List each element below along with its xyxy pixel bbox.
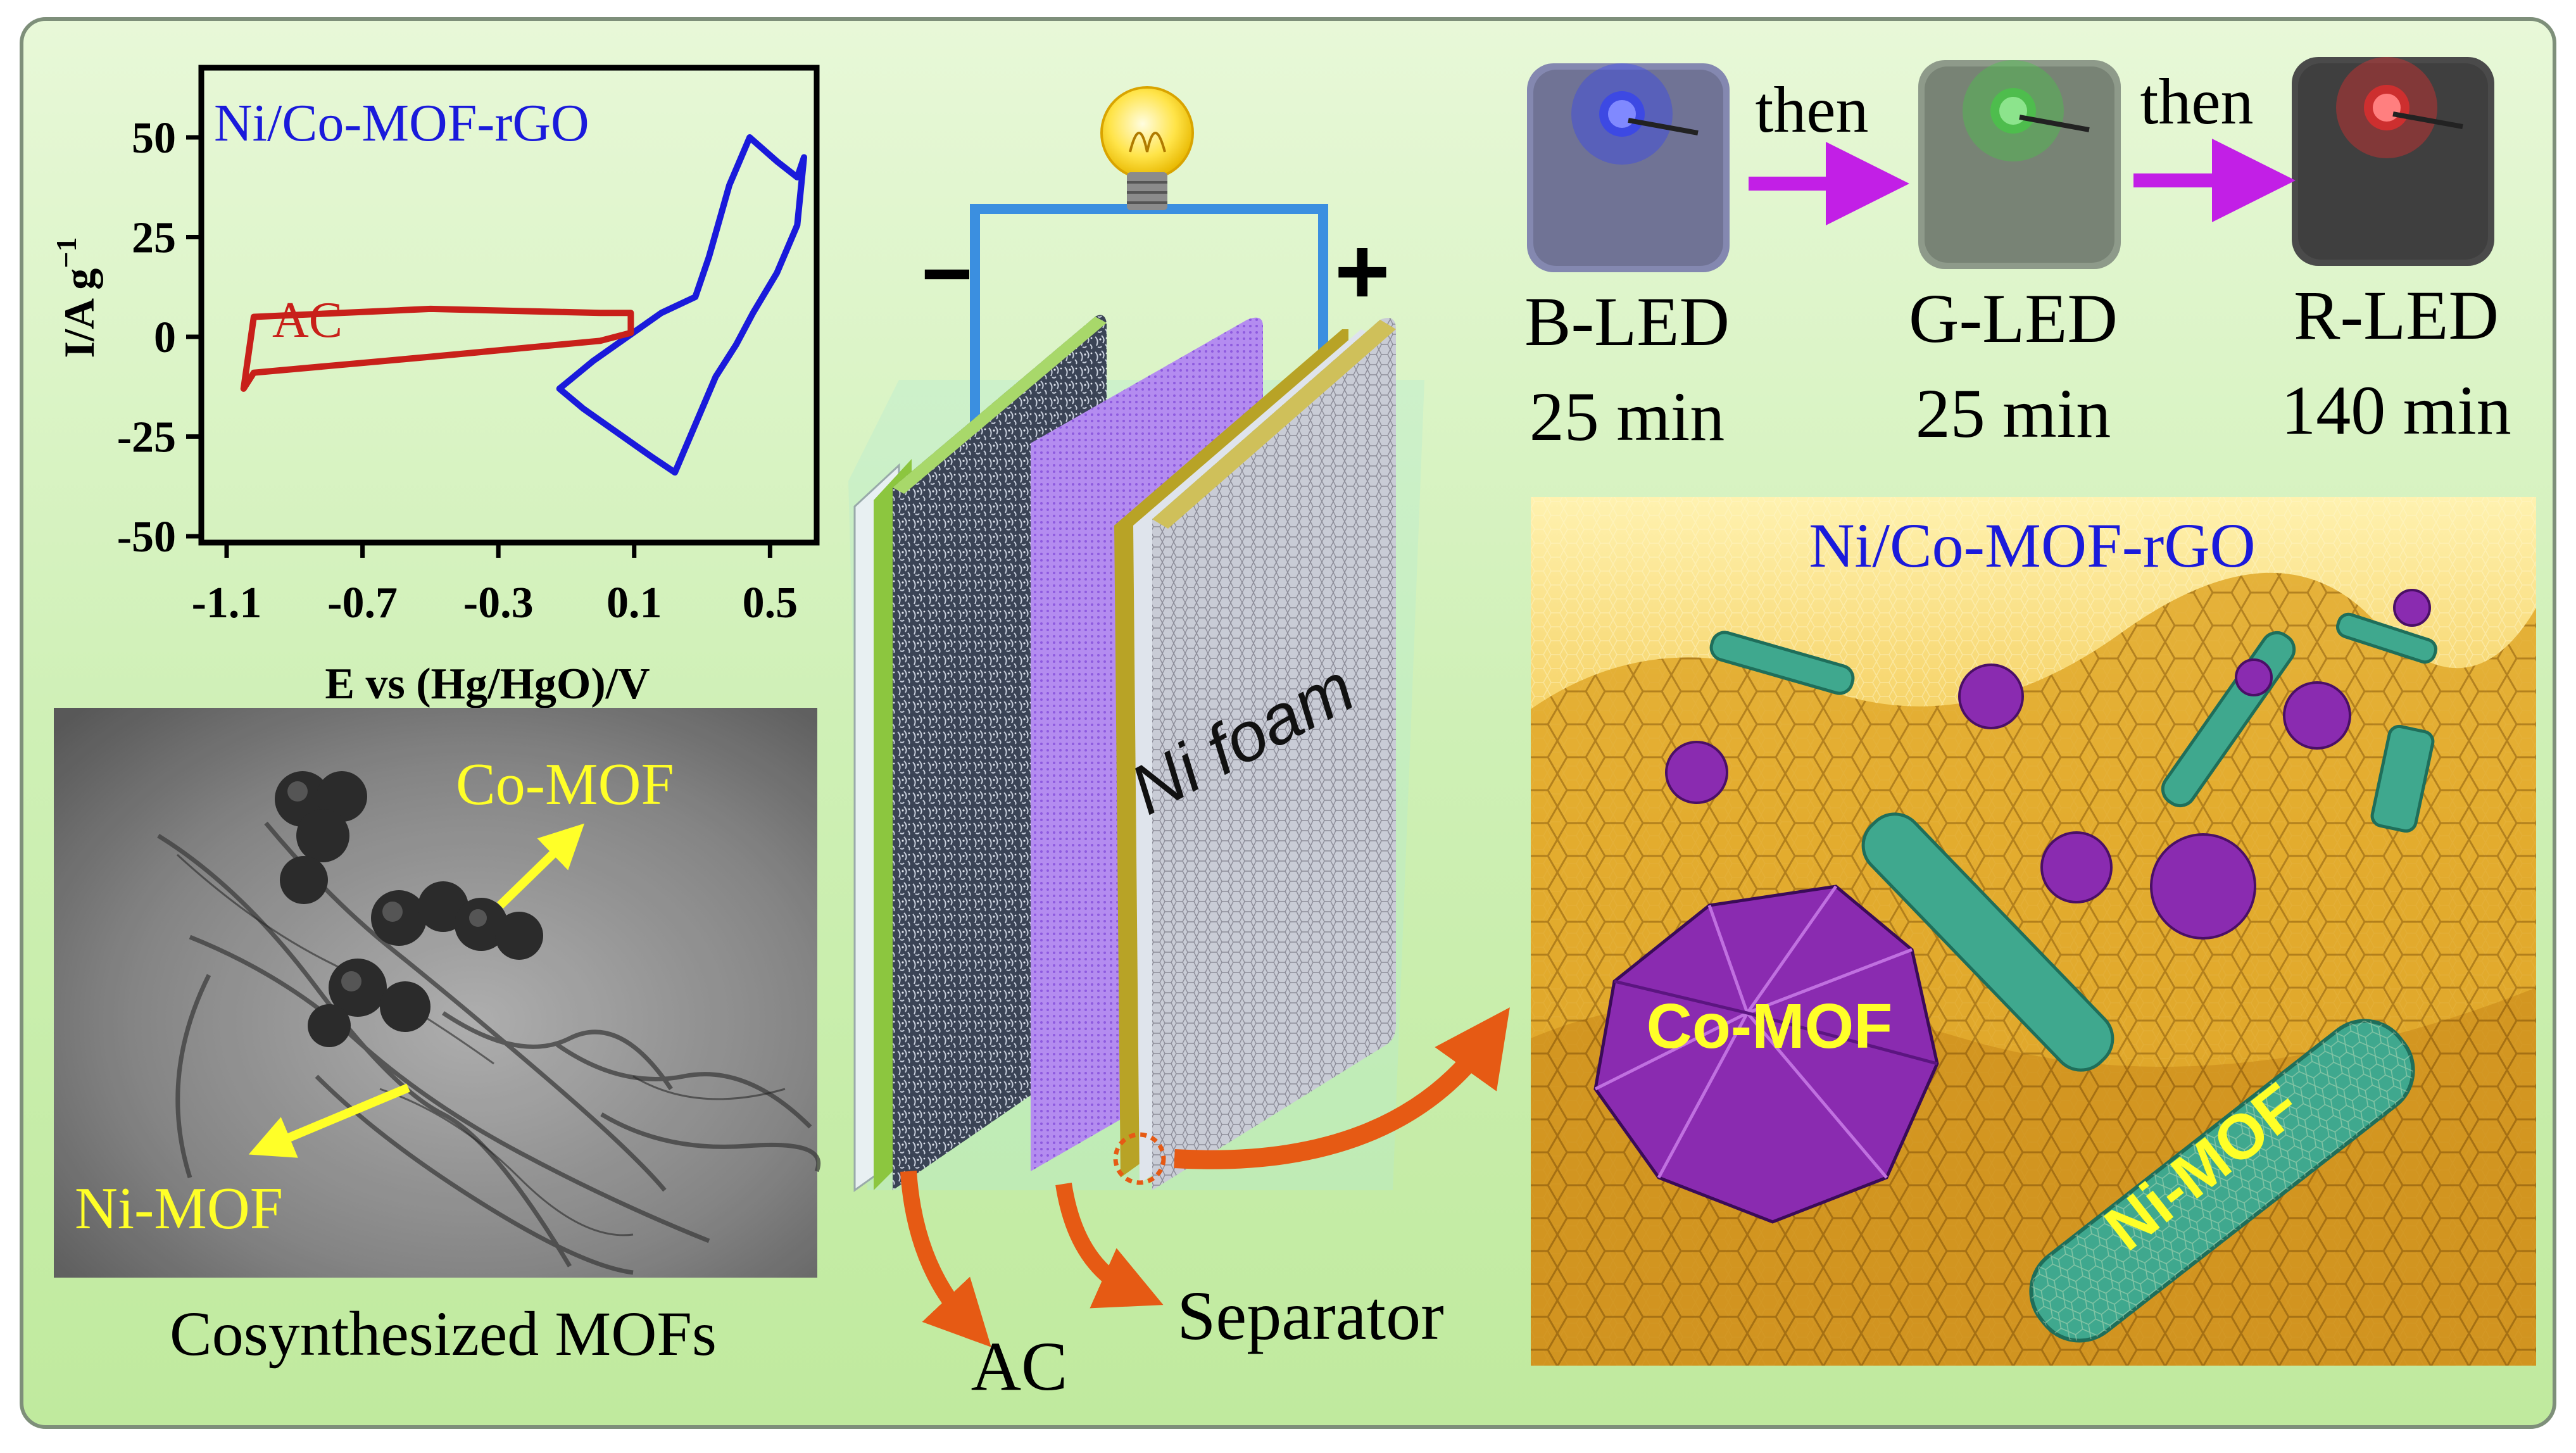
led-photo-frame	[1918, 60, 2121, 269]
led-glow	[2364, 85, 2410, 130]
led-photo-1	[1527, 63, 1730, 272]
then-label-2: then	[2140, 65, 2253, 138]
led-name: G-LED	[1909, 280, 2118, 357]
led-time: 25 min	[1916, 375, 2111, 452]
light-bulb-icon	[1100, 86, 1194, 210]
structure-panel: Ni-MOF Co-MOF Ni/Co-MOF-rGO	[1531, 497, 2536, 1366]
cv-x-axis-label: E vs (Hg/HgO)/V	[325, 660, 650, 708]
co-mof-clusters	[1665, 589, 2431, 940]
tem-label-ni-mof: Ni-MOF	[75, 1176, 283, 1242]
cv-x-tick-label: -0.3	[463, 579, 534, 627]
co-mof-large-cluster	[1593, 884, 1939, 1224]
cv-tick-marks	[186, 135, 772, 558]
led-time: 140 min	[2281, 372, 2511, 449]
arrow-to-separator	[1055, 1183, 1164, 1309]
led-name: R-LED	[2294, 277, 2499, 354]
zoom-indicator	[1113, 1132, 1166, 1185]
led-glow	[1990, 88, 2036, 134]
cv-y-tick-label: -25	[117, 413, 176, 462]
arrow-to-ac	[900, 1171, 991, 1347]
cv-x-tick-label: 0.5	[743, 579, 798, 627]
led-photo-frame	[2292, 57, 2494, 266]
cv-y-axis-label: I/A g−1	[50, 237, 103, 358]
cv-x-tick-label: -0.7	[327, 579, 398, 627]
svg-text:I/A g−1: I/A g−1	[50, 237, 103, 358]
tem-caption: Cosynthesized MOFs	[170, 1299, 717, 1369]
separator-label: Separator	[1177, 1277, 1443, 1354]
led-name: B-LED	[1524, 283, 1730, 360]
cv-y-tick-label: 25	[132, 214, 176, 263]
cv-tick-labels: -1.1 -0.7 -0.3 0.1 0.5 50 25 0 -25 -50	[117, 114, 798, 627]
arrow-to-structure	[1174, 1007, 1510, 1169]
cv-y-tick-label: -50	[117, 513, 176, 562]
tem-arrow-ni-mof	[248, 1083, 410, 1158]
cv-x-tick-label: -1.1	[192, 579, 262, 627]
cv-legend-red: AC	[272, 292, 342, 348]
cv-y-axis-label-text: I/A g	[55, 268, 103, 358]
tem-label-co-mof: Co-MOF	[456, 752, 674, 817]
led-photo-frame	[1527, 63, 1730, 272]
structure-title: Ni/Co-MOF-rGO	[1809, 510, 2256, 581]
led-time: 25 min	[1530, 378, 1725, 455]
ni-mof-rod-large	[2029, 1019, 2415, 1343]
minus-terminal: −	[921, 223, 973, 323]
cv-plot: -1.1 -0.7 -0.3 0.1 0.5 50 25 0 -25 -50 Ni/Co-MOF-…	[50, 65, 820, 708]
tem-image: Co-MOF Ni-MOF	[54, 708, 821, 1278]
led-row: B-LED 25 min G-LED 25 min R-LED 140 min	[1524, 57, 2511, 455]
cv-y-tick-label: 0	[154, 313, 176, 362]
cv-plot-frame	[198, 65, 820, 546]
device-diagram: Ni foam − + AC Separator	[848, 86, 1510, 1405]
co-mof-label: Co-MOF	[1647, 991, 1893, 1062]
cv-y-tick-label: 50	[132, 114, 176, 163]
cv-series	[240, 134, 807, 476]
ni-foam-electrode	[1114, 318, 1396, 1191]
cv-series-ac	[240, 305, 634, 392]
cv-x-tick-label: 0.1	[606, 579, 662, 627]
cv-series-ni-co-mof-rgo	[556, 134, 807, 476]
ac-label: AC	[971, 1328, 1068, 1405]
led-photo-2	[1918, 60, 2121, 269]
cv-legend-blue: Ni/Co-MOF-rGO	[214, 94, 589, 153]
led-photo-3	[2292, 57, 2494, 266]
tem-arrow-co-mof	[497, 823, 585, 909]
plus-terminal: +	[1335, 218, 1390, 324]
then-label-1: then	[1755, 73, 1868, 146]
cv-y-axis-label-sup: −1	[50, 237, 82, 268]
led-glow	[1599, 91, 1645, 137]
